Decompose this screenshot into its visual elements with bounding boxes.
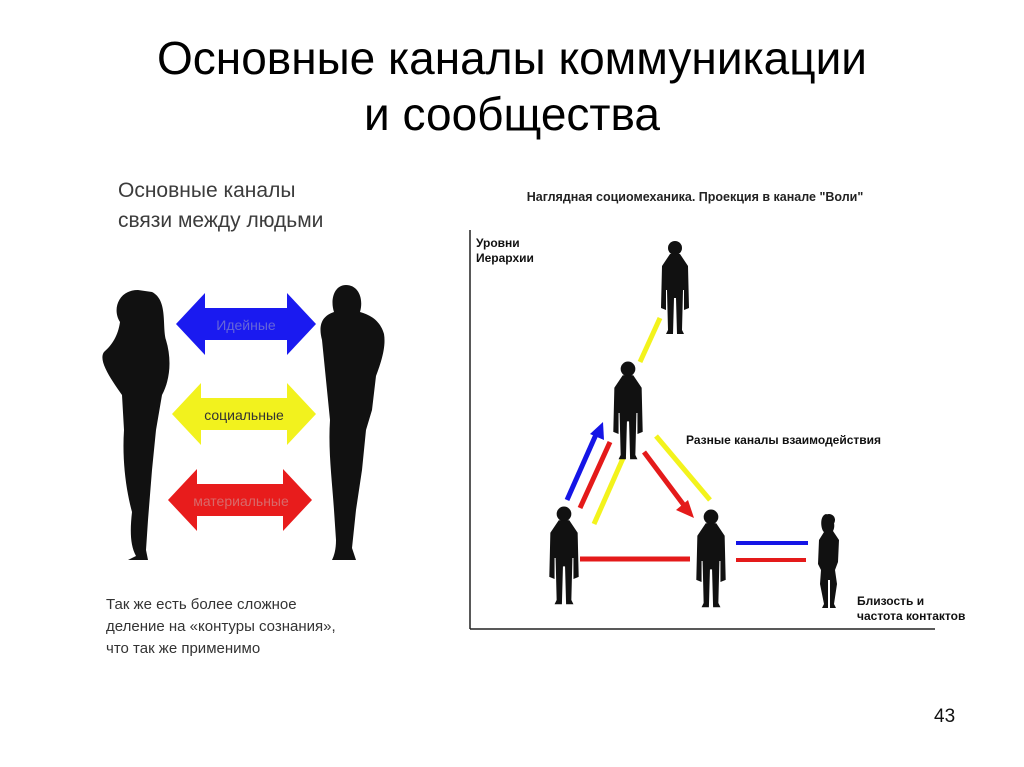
channel-arrow-red-head [676, 500, 694, 518]
channel-line-top-yellow [640, 318, 660, 362]
arrow-ideynye-label: Идейные [216, 317, 276, 333]
channel-arrow-blue [567, 430, 598, 500]
arrow-materialnye: материальные [168, 469, 312, 531]
woman-silhouette [102, 290, 169, 560]
man-silhouette [321, 285, 385, 560]
person-bottom-right-woman [818, 514, 839, 608]
person-top [661, 241, 689, 334]
channel-line-right-yellow [656, 436, 710, 500]
person-middle [613, 362, 642, 460]
arrow-ideynye: Идейные [176, 293, 316, 355]
arrow-socialnye-label: социальные [204, 407, 284, 423]
person-bottom-center [696, 510, 725, 608]
arrow-socialnye: социальные [172, 383, 316, 445]
person-bottom-left [549, 507, 578, 605]
arrow-materialnye-label: материальные [193, 493, 289, 509]
